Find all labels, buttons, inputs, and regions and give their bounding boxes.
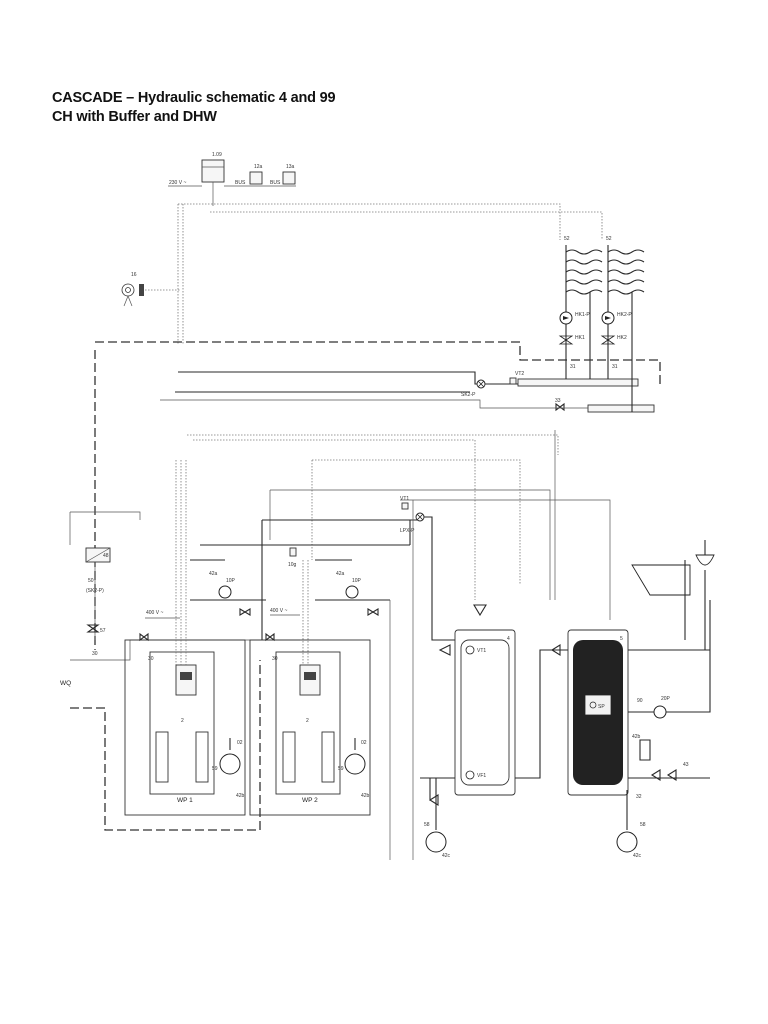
vt2-sensor xyxy=(509,377,517,385)
antenna-icon: 16 xyxy=(121,272,144,307)
valve-52b-label: 52 xyxy=(606,236,612,242)
pump-10p-1 xyxy=(218,585,232,599)
sensor-12a: 12a xyxy=(249,164,263,185)
heating-circuit-2: HK2-P HK2 52 31 xyxy=(600,236,645,372)
tank-sensor-top-label: VT1 xyxy=(477,648,486,654)
diagram-subtitle: CH with Buffer and DHW xyxy=(52,109,217,125)
item-30c-label: 30 xyxy=(148,656,154,662)
item-02a-label: 02 xyxy=(237,740,243,746)
item-50-label: 50 xyxy=(88,578,94,584)
valve-52a-label: 52 xyxy=(564,236,570,242)
expansion-vessel-3 xyxy=(425,831,447,853)
buffer-number-label: 5 xyxy=(620,636,623,642)
heat-pump-2: 2 WP 2 xyxy=(249,560,371,816)
vt1-sensor xyxy=(401,502,409,510)
expansion-vessel-2 xyxy=(344,753,366,775)
return-manifold xyxy=(587,404,655,413)
controller-unit: 1.09 xyxy=(201,152,225,206)
item-57-label: 57 xyxy=(100,628,106,634)
supply-manifold xyxy=(517,378,639,387)
item-31b-label: 31 xyxy=(612,364,618,370)
diagram-title: CASCADE – Hydraulic schematic 4 and 99 xyxy=(52,90,336,106)
item-58b-label: 58 xyxy=(640,822,646,828)
buffer-sp-label: SP xyxy=(598,704,605,710)
hk1-pump-label: HK1-P xyxy=(575,312,590,318)
hk2-mixer-label: HK2 xyxy=(617,335,627,341)
expansion-vessel-4 xyxy=(616,831,638,853)
lpx-label: LPX-P xyxy=(400,528,415,534)
item-59b-label: 59 xyxy=(338,766,344,772)
item-02b-label: 02 xyxy=(361,740,367,746)
sk2p-bracket-label: (SK2-P) xyxy=(86,588,104,594)
item-48-label: 48 xyxy=(103,553,109,559)
item-30b-label: 30 xyxy=(92,651,98,657)
item-10p-1-label: 10P xyxy=(226,578,236,584)
item-20p-label: 20P xyxy=(661,696,671,702)
vt1-label: VT1 xyxy=(400,496,409,502)
sk2-valve-icon xyxy=(476,379,486,389)
item-48-box: 48 xyxy=(85,547,111,563)
sk2-label: SK2-P xyxy=(461,392,476,398)
item-30d-label: 30 xyxy=(272,656,278,662)
lpx-valve-icon xyxy=(415,512,425,522)
item-59a-label: 59 xyxy=(212,766,218,772)
dhw-tank: VT1 VF1 4 xyxy=(454,629,516,796)
sensor-12a-label: 12a xyxy=(254,164,263,170)
item-10g-label: 10g xyxy=(288,562,297,568)
item-31a-label: 31 xyxy=(570,364,576,370)
hp1-label: WP 1 xyxy=(177,797,193,804)
item-90-label: 90 xyxy=(637,698,643,704)
buffer-tank: SP 5 xyxy=(567,629,629,796)
item-42a-1-label: 42a xyxy=(209,571,218,577)
vt2-label: VT2 xyxy=(515,371,524,377)
hk2-pump-label: HK2-P xyxy=(617,312,632,318)
hp2-label: WP 2 xyxy=(302,797,318,804)
item-42a-2-label: 42a xyxy=(336,571,345,577)
item-2b-label: 2 xyxy=(306,718,309,724)
antenna-label: 16 xyxy=(131,272,137,278)
pump-10p-2 xyxy=(345,585,359,599)
volt-b-label: 400 V ~ xyxy=(270,608,287,614)
bus-label-a: BUS xyxy=(235,180,246,186)
item-33-label: 33 xyxy=(555,398,561,404)
tap-icon xyxy=(631,540,715,650)
item-42b-2-label: 42b xyxy=(361,793,370,799)
item-42b-1-label: 42b xyxy=(236,793,245,799)
item-42d-label: 42c xyxy=(633,853,642,859)
sensor-13a-label: 13a xyxy=(286,164,295,170)
title-block: CASCADE – Hydraulic schematic 4 and 99 C… xyxy=(52,89,336,127)
tank-number-label: 4 xyxy=(507,636,510,642)
item-10p-2-label: 10P xyxy=(352,578,362,584)
tank-sensor-bottom-label: VF1 xyxy=(477,773,486,779)
supply-voltage-label: 230 V ~ xyxy=(169,180,186,186)
heat-pump-1: 2 WP 1 xyxy=(124,460,246,816)
sensor-13a: 13a xyxy=(282,164,296,185)
item-42b-label: 42b xyxy=(632,734,641,740)
item-10g-sensor xyxy=(289,547,297,557)
item-32-label: 32 xyxy=(636,794,642,800)
heating-circuit-1: HK1-P HK1 52 31 xyxy=(558,236,603,372)
pump-20p xyxy=(653,705,667,719)
expansion-vessel-1 xyxy=(219,753,241,775)
bus-label-b: BUS xyxy=(270,180,281,186)
hk1-mixer-label: HK1 xyxy=(575,335,585,341)
wq-label: WQ xyxy=(60,680,71,687)
item-43-label: 43 xyxy=(683,762,689,768)
item-42c-label: 42c xyxy=(442,853,451,859)
controller-label: 1.09 xyxy=(212,152,222,158)
item-2a-label: 2 xyxy=(181,718,184,724)
volt-a-label: 400 V ~ xyxy=(146,610,163,616)
item-58a-label: 58 xyxy=(424,822,430,828)
